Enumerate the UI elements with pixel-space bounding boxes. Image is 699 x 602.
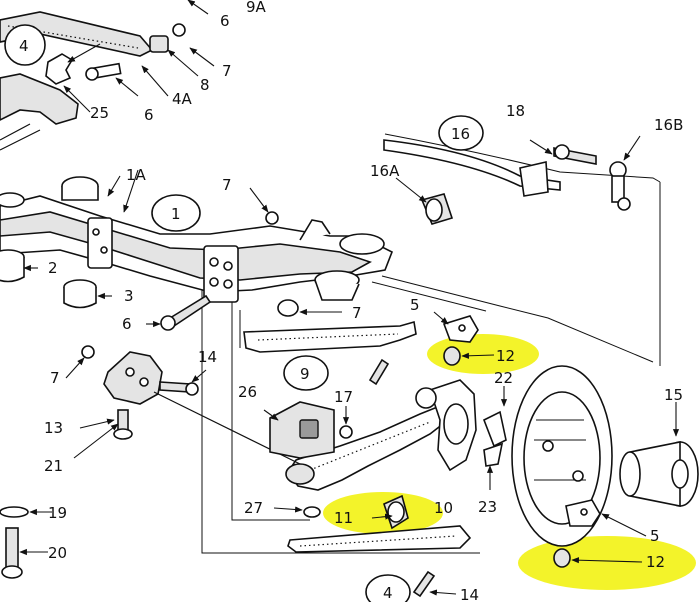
callout-circle-16	[438, 115, 484, 151]
bolt-14-left	[159, 381, 199, 396]
hub-15	[619, 441, 699, 507]
label-12-upper: 12	[496, 347, 515, 365]
label-11: 11	[334, 509, 353, 527]
subframe-1	[0, 176, 394, 303]
label-2: 2	[48, 259, 58, 277]
callout-circle-4-bottom	[365, 574, 411, 602]
bushing-12-upper	[443, 346, 461, 366]
bushing-8	[149, 35, 169, 53]
label-5-lower: 5	[650, 527, 660, 545]
hub-carrier	[415, 379, 477, 472]
label-4-top: 4	[19, 37, 29, 55]
callout-circle-4-top	[4, 24, 46, 66]
label-1a: 1A	[126, 166, 147, 184]
label-13: 13	[44, 419, 63, 437]
assembly-outline-left	[201, 182, 661, 554]
callout-circle-9	[283, 355, 329, 391]
nut-7-mid	[265, 211, 279, 225]
clip-22	[482, 410, 507, 448]
label-15: 15	[664, 386, 683, 404]
bracket-5-upper	[442, 315, 479, 343]
label-16a: 16A	[370, 162, 400, 180]
nut-7-top	[172, 23, 186, 37]
leader-arrows	[19, 0, 680, 596]
label-7-subframe: 7	[222, 176, 232, 194]
label-6-top: 6	[220, 12, 230, 30]
label-6-left: 6	[122, 315, 132, 333]
label-20: 20	[48, 544, 67, 562]
bolt-6-left	[160, 294, 212, 331]
label-7-right: 7	[352, 304, 362, 322]
label-21: 21	[44, 457, 63, 475]
bolt-6-top	[85, 62, 122, 81]
bushing-12-lower	[553, 548, 571, 568]
label-9: 9	[300, 365, 310, 383]
nut-27	[303, 506, 321, 518]
label-25: 25	[90, 104, 109, 122]
label-8: 8	[200, 76, 210, 94]
bolt-14-bottom	[412, 570, 436, 598]
callout-circle-1	[151, 194, 201, 232]
upper-link-9	[243, 320, 417, 353]
end-link-16b	[609, 161, 631, 211]
label-7-bracket: 7	[50, 369, 60, 387]
label-10: 10	[434, 499, 453, 517]
label-7-top: 7	[222, 62, 232, 80]
bushing-3	[63, 279, 97, 309]
clamp-16	[519, 161, 549, 197]
bracket-25	[45, 53, 74, 85]
bracket-26	[269, 401, 335, 459]
label-22: 22	[494, 369, 513, 387]
nut-7-bracket	[81, 345, 95, 359]
clip-23	[483, 442, 504, 467]
label-17: 17	[334, 388, 353, 406]
label-1: 1	[171, 205, 181, 223]
washer-19	[0, 506, 29, 518]
rear-bracket-top-left	[0, 73, 79, 151]
label-12-lower: 12	[646, 553, 665, 571]
label-14-left: 14	[198, 348, 217, 366]
label-26: 26	[238, 383, 257, 401]
label-4a: 4A	[172, 90, 193, 108]
label-27: 27	[244, 499, 263, 517]
bushing-2	[0, 249, 25, 283]
bolt-20	[1, 527, 23, 579]
label-23: 23	[478, 498, 497, 516]
bolt-21	[113, 409, 133, 440]
nut-7-right	[277, 299, 299, 317]
assembly-outline-right	[371, 275, 654, 363]
label-6-bolt: 6	[144, 106, 154, 124]
bolt-upper-17	[368, 358, 390, 386]
label-18: 18	[506, 102, 525, 120]
label-19: 19	[48, 504, 67, 522]
label-5-upper: 5	[410, 296, 420, 314]
nut-17	[339, 425, 353, 439]
label-16: 16	[451, 125, 470, 143]
label-4-bottom: 4	[383, 584, 393, 602]
anti-roll-bar-outline	[384, 133, 661, 183]
label-9a: 9A	[246, 0, 267, 16]
label-16b: 16B	[654, 116, 683, 134]
anti-roll-bar-16	[383, 139, 561, 191]
label-3: 3	[124, 287, 134, 305]
label-14-bottom: 14	[460, 586, 479, 602]
bolt-18	[553, 144, 597, 165]
bushing-16a	[420, 193, 454, 225]
highlight-11	[323, 492, 443, 534]
bracket-13	[103, 351, 163, 405]
lower-link-4	[287, 525, 472, 553]
bracket-5-lower	[565, 499, 601, 527]
highlight-12-lower	[518, 536, 696, 590]
